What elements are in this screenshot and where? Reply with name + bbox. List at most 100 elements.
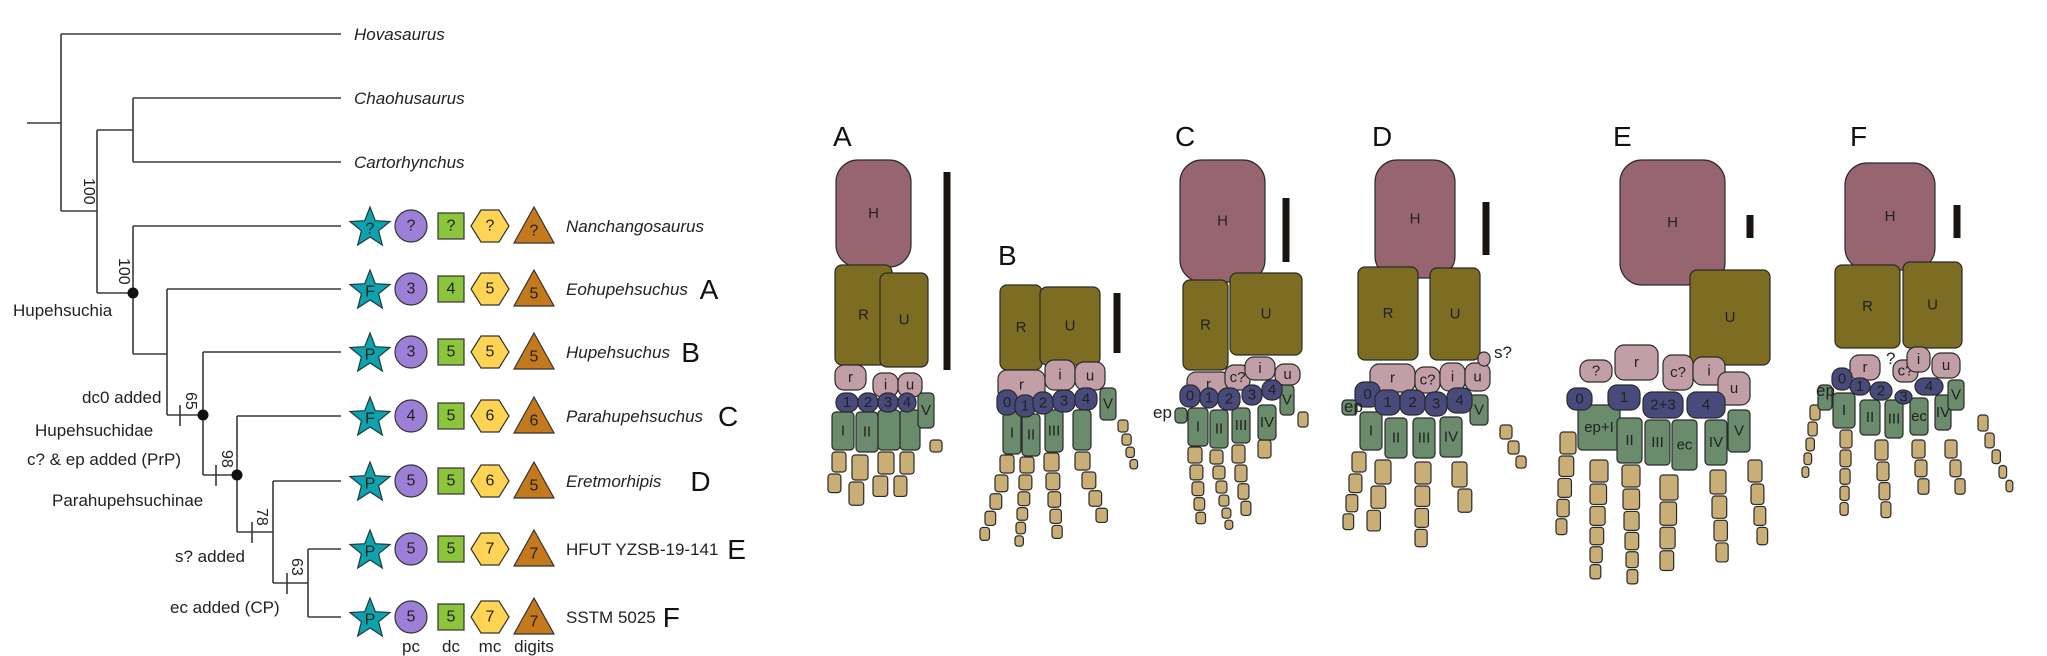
dc-value: 5 — [447, 541, 456, 558]
distal-carpal-shape — [1241, 384, 1263, 406]
hexagon-icon — [470, 335, 510, 369]
taxon-labels: HovasaurusChaohusaurusCartorhynchusNanch… — [354, 25, 746, 633]
digits-value: 7 — [530, 614, 539, 631]
phalanx — [1348, 473, 1363, 494]
metacarpal-shape — [1884, 399, 1904, 439]
proximal-carpal: u — [1931, 352, 1961, 379]
ep-label: ep — [1816, 381, 1835, 400]
distal-carpal: 2 — [857, 392, 879, 413]
proximal-carpal-label: i — [1451, 369, 1454, 386]
phalanx — [1507, 440, 1520, 455]
phalanx — [1911, 439, 1926, 459]
phalanx — [1878, 482, 1891, 501]
distal-carpal: 4 — [1446, 387, 1473, 414]
circle-icon — [394, 335, 428, 369]
distal-carpal-shape — [1831, 367, 1853, 391]
metacarpal-shape — [1231, 407, 1251, 444]
metacarpal-label: IV — [1260, 414, 1274, 431]
proximal-carpal-label: r — [848, 369, 853, 386]
metacarpal-label: V — [921, 402, 931, 419]
distal-carpal-label: 0 — [1186, 388, 1194, 405]
phalanx — [1715, 542, 1729, 563]
metacarpal-shape — [917, 392, 935, 429]
radius: R — [1357, 266, 1419, 361]
digit — [1977, 414, 2014, 493]
panel-letter: E — [1613, 121, 1632, 152]
metacarpal: III — [1884, 399, 1904, 439]
metacarpal-label: I — [1369, 423, 1373, 440]
taxon-name: Hupehsuchus — [566, 343, 670, 362]
metacarpal-shape — [1044, 409, 1064, 453]
distal-carpal-label: 1 — [843, 394, 851, 411]
taxon-row: Hovasaurus — [354, 25, 445, 44]
phalanx — [1624, 531, 1640, 551]
panel-letter: D — [690, 466, 710, 497]
metacarpal: I — [1359, 411, 1383, 451]
proximal-carpal-shape — [834, 364, 867, 391]
dc-value: 5 — [447, 408, 456, 425]
star-icon — [348, 268, 392, 310]
star-icon — [348, 331, 392, 373]
phalanx — [1556, 498, 1570, 518]
phalanx — [1224, 519, 1234, 530]
proximal-carpal-label: r — [1206, 376, 1211, 393]
metacarpal-shape — [1257, 404, 1277, 441]
phalanx — [1191, 481, 1205, 497]
humerus: H — [1619, 159, 1726, 286]
phalanx — [1557, 477, 1573, 498]
metacarpal-label: I — [1196, 419, 1200, 436]
star-icon — [348, 205, 392, 247]
phalanx — [1589, 459, 1609, 483]
proximal-carpal-label: i — [1917, 351, 1920, 368]
phalanx — [1984, 432, 1995, 449]
proximal-carpal-label: u — [1730, 380, 1738, 397]
phalanx — [1088, 490, 1103, 507]
phalanx — [1876, 461, 1890, 482]
mc-value: 5 — [486, 281, 495, 298]
distal-carpal-shape — [897, 392, 917, 413]
metacarpal-label: II — [1866, 409, 1874, 426]
digit — [979, 454, 1015, 542]
taxon-name: Eretmorhipis — [566, 472, 662, 491]
proximal-carpal: r — [1614, 344, 1659, 381]
phalanx — [979, 526, 991, 542]
phalanx — [1121, 433, 1132, 446]
metacarpal: III — [1231, 407, 1251, 444]
support-value: 100 — [115, 258, 132, 285]
ulna-shape — [1229, 272, 1303, 356]
digit — [848, 454, 869, 506]
metacarpal: I — [1832, 392, 1856, 429]
node-parahupehsuchinae — [231, 469, 243, 481]
metacarpal-shape — [1909, 397, 1929, 436]
metacarpal-shape — [1727, 409, 1751, 453]
proximal-carpal-label: u — [1942, 357, 1950, 374]
circle-icon — [394, 600, 428, 634]
phalanx — [1081, 471, 1097, 490]
metacarpal: V — [1727, 409, 1751, 453]
distal-carpal: 1 — [1607, 384, 1641, 411]
ulna: U — [1229, 272, 1303, 356]
proximal-carpal: u — [1074, 361, 1106, 391]
proximal-carpal-label: r — [1634, 354, 1639, 371]
metacarpal-shape — [1209, 409, 1229, 449]
panel-letter: E — [727, 534, 746, 565]
proximal-carpal-shape — [1579, 359, 1613, 383]
phalanx — [1809, 404, 1821, 421]
distal-carpal-label: 4 — [1268, 382, 1276, 399]
humerus: H — [835, 159, 912, 268]
proximal-carpal: c? — [1662, 354, 1694, 391]
phalanx — [1803, 452, 1813, 466]
phalanx — [1515, 455, 1527, 469]
taxon-name: Chaohusaurus — [354, 89, 465, 108]
proximal-carpal-label: r — [1390, 370, 1395, 387]
scale-bar — [1282, 198, 1290, 262]
taxon-row: Cartorhynchus — [354, 153, 465, 172]
distal-carpal-shape — [1869, 381, 1893, 401]
ulna-shape — [879, 272, 929, 368]
distal-carpal: 3 — [1052, 389, 1076, 413]
phalanx — [877, 451, 895, 475]
